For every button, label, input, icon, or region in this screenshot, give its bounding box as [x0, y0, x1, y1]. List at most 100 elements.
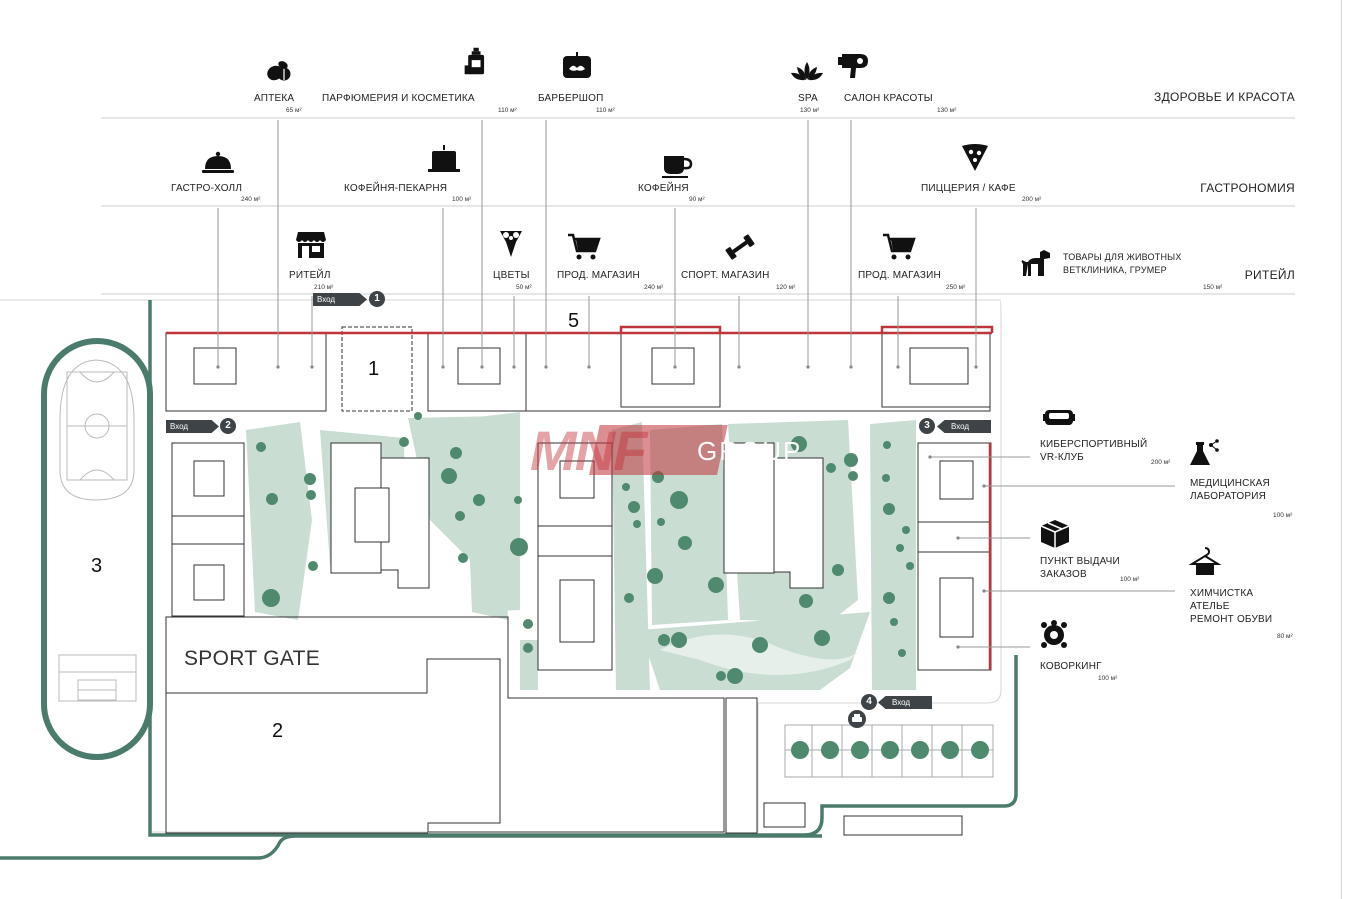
- tenant-area-perfumery: 110 м²: [498, 107, 517, 114]
- tenant-area-drycleaning: 80 м²: [1277, 633, 1293, 640]
- tenant-label-grocery-1: ПРОД. МАГАЗИН: [557, 270, 640, 281]
- tenant-area-spa: 130 м²: [800, 107, 820, 114]
- entrance-2-tag: Вход: [166, 420, 219, 433]
- coffee-cup-icon: [662, 156, 693, 178]
- tenant-label-sport-shop: СПОРТ. МАГАЗИН: [681, 270, 770, 281]
- tenant-area-lab: 100 м²: [1273, 512, 1293, 519]
- entrance-3-badge: 3: [919, 418, 935, 434]
- hair-dryer-icon: [838, 54, 868, 78]
- watermark-logo: [589, 425, 728, 475]
- hanger-icon: [1188, 547, 1222, 575]
- tenant-area-coworking: 100 м²: [1098, 675, 1118, 682]
- flowers-icon: [500, 231, 522, 257]
- parking-trees: [791, 741, 989, 759]
- tenant-label-lab-line2: ЛАБОРАТОРИЯ: [1190, 491, 1267, 502]
- coworking-icon: [1041, 620, 1067, 648]
- sports-track: [41, 338, 153, 760]
- tenant-area-vr: 200 м²: [1151, 459, 1171, 466]
- sport-gate-label: SPORT GATE: [184, 647, 321, 670]
- tenant-area-grocery-2: 250 м²: [946, 284, 966, 291]
- tenant-label-drycleaning-line1: ХИМЧИСТКА: [1190, 588, 1254, 599]
- dumbbell-icon: [725, 234, 755, 260]
- category-retail: РИТЕЙЛ: [1244, 268, 1295, 282]
- vr-headset-icon: [1043, 410, 1075, 425]
- tenant-label-grocery-2: ПРОД. МАГАЗИН: [858, 270, 941, 281]
- tenant-label-vr-line2: VR-КЛУБ: [1040, 452, 1084, 463]
- field-3-number: 3: [91, 555, 103, 577]
- tenant-label-barbershop: БАРБЕРШОП: [538, 93, 604, 104]
- tenant-area-grocery-1: 240 м²: [644, 284, 664, 291]
- page-edge-rule: [1341, 0, 1342, 899]
- tenant-label-perfumery: ПАРФЮМЕРИЯ И КОСМЕТИКА: [322, 93, 475, 104]
- buildings: [165, 332, 992, 836]
- barbershop-sign-icon: [563, 52, 591, 78]
- entrance-1-tag: Вход: [313, 293, 367, 306]
- tenant-label-pets-line2: ВЕТКЛИНИКА, ГРУМЕР: [1063, 265, 1167, 275]
- lotus-icon: [791, 62, 823, 81]
- tenant-label-coffee-bakery: КОФЕЙНЯ-ПЕКАРНЯ: [344, 183, 448, 194]
- tenant-label-vr-line1: КИБЕРСПОРТИВНЫЙ: [1040, 439, 1148, 450]
- pills-icon: [267, 61, 291, 81]
- tenant-label-coworking: КОВОРКИНГ: [1040, 661, 1102, 672]
- tenant-area-pickup: 100 м²: [1120, 576, 1140, 583]
- tenant-label-drycleaning-line2: АТЕЛЬЕ: [1190, 601, 1230, 612]
- row-separators: [101, 117, 1295, 295]
- tenant-area-retail: 210 м²: [314, 284, 334, 291]
- tenant-label-coffee: КОФЕЙНЯ: [638, 183, 689, 194]
- sports-court: [58, 359, 137, 702]
- entrance-2-badge: 2: [220, 418, 236, 434]
- pizza-icon: [962, 144, 988, 171]
- building-2-number: 2: [272, 720, 284, 742]
- site-outline: [0, 299, 1002, 833]
- tenant-area-apteka: 65 м²: [286, 107, 302, 114]
- lab-flask-icon: [1190, 439, 1219, 465]
- tenant-label-apteka: АПТЕКА: [254, 93, 295, 104]
- shopping-cart-icon: [883, 233, 916, 260]
- dog-icon: [1021, 250, 1050, 276]
- outer-path: [0, 834, 822, 860]
- tenant-label-lab-line1: МЕДИЦИНСКАЯ: [1190, 478, 1270, 489]
- parking-car-icon: [848, 710, 866, 728]
- tenant-area-pets: 150 м²: [1203, 284, 1223, 291]
- facade-5-number: 5: [568, 310, 580, 332]
- category-gastronomy: ГАСТРОНОМИЯ: [1200, 181, 1295, 195]
- tenant-area-coffee: 90 м²: [689, 196, 705, 203]
- tenant-label-spa: SPA: [798, 93, 818, 104]
- entrance-4-badge: 4: [861, 694, 877, 710]
- tenant-area-gastro-hall: 240 м²: [241, 196, 261, 203]
- parcel-box-icon: [1040, 520, 1070, 548]
- entrance-4-tag: Вход: [878, 696, 932, 709]
- tenant-label-gastro-hall: ГАСТРО-ХОЛЛ: [171, 183, 243, 194]
- tenant-label-flowers: ЦВЕТЫ: [493, 270, 530, 281]
- building-1-number: 1: [368, 358, 380, 380]
- watermark-text-group: GROUP: [697, 436, 803, 466]
- tenant-label-pickup-line1: ПУНКТ ВЫДАЧИ: [1040, 556, 1120, 567]
- tenant-label-pizzeria: ПИЦЦЕРИЯ / КАФЕ: [921, 183, 1016, 194]
- entrance-3-tag: Вход: [937, 420, 991, 433]
- entrance-1-badge: 1: [369, 291, 385, 307]
- tenant-label-pickup-line2: ЗАКАЗОВ: [1040, 569, 1087, 580]
- category-health-beauty: ЗДОРОВЬЕ И КРАСОТА: [1154, 90, 1295, 104]
- tenant-label-drycleaning-line3: РЕМОНТ ОБУВИ: [1190, 614, 1273, 625]
- tenant-area-flowers: 50 м²: [516, 284, 532, 291]
- watermark-text-mnf: MNF: [530, 419, 647, 482]
- tenant-area-pizzeria: 200 м²: [1022, 196, 1042, 203]
- tenant-label-beauty-salon: САЛОН КРАСОТЫ: [844, 93, 933, 104]
- building-1-outline: [341, 326, 413, 412]
- leader-lines: [217, 120, 1175, 648]
- tenant-area-beauty-salon: 130 м²: [937, 107, 957, 114]
- storefront-icon: [296, 232, 326, 258]
- shopping-cart-icon: [568, 233, 601, 260]
- cloche-icon: [202, 151, 234, 173]
- cake-icon: [428, 145, 460, 172]
- tenant-area-sport-shop: 120 м²: [776, 284, 796, 291]
- tenant-label-retail: РИТЕЙЛ: [289, 270, 331, 281]
- facade-highlight: [166, 325, 994, 670]
- tenant-area-coffee-bakery: 100 м²: [452, 196, 472, 203]
- tenant-area-barbershop: 110 м²: [596, 107, 615, 114]
- trees: [256, 412, 914, 684]
- cosmetics-bottle-icon: [464, 47, 485, 75]
- leader-dots: [216, 365, 986, 649]
